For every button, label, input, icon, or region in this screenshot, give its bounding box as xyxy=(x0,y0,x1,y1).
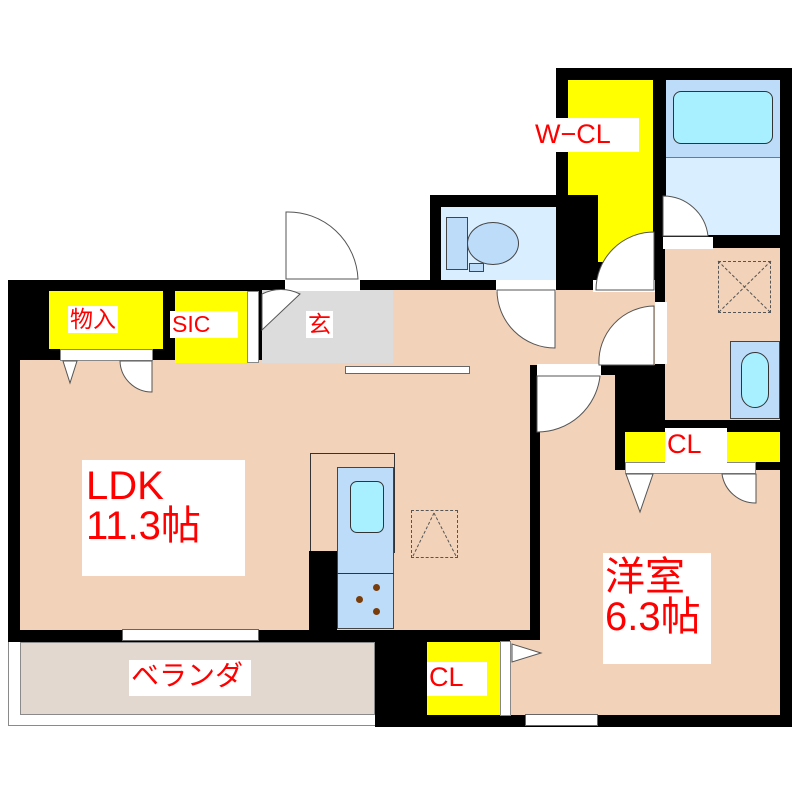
ldk-label: LDK 11.3帖 xyxy=(82,460,245,576)
walk-in-closet-label: W−CL xyxy=(532,118,639,152)
kitchen-sink xyxy=(350,481,384,533)
ldk-label-name: LDK xyxy=(86,464,164,508)
bathtub xyxy=(673,91,773,144)
bedroom-door-opening xyxy=(537,364,601,376)
ldk-window xyxy=(122,629,259,641)
western-room-label-name: 洋室 xyxy=(605,555,685,599)
ldk-label-size: 11.3帖 xyxy=(86,504,201,548)
washer-space xyxy=(718,261,771,313)
western-room-label: 洋室 6.3帖 xyxy=(603,553,711,664)
fridge-space xyxy=(411,510,458,558)
toilet-paper xyxy=(469,263,484,272)
storage-label: 物入 xyxy=(68,306,118,333)
washroom-door-opening xyxy=(655,302,667,364)
lower-closet-door-strip xyxy=(500,641,511,716)
hall-window xyxy=(345,366,470,374)
bedroom-window xyxy=(525,714,598,726)
veranda-label: ベランダ xyxy=(129,660,252,696)
entrance-label: 玄 xyxy=(306,311,333,338)
wcl-inner-wall xyxy=(556,195,598,290)
front-door-opening xyxy=(285,279,360,291)
stove-burner-1 xyxy=(373,584,380,591)
counter-divider xyxy=(337,573,394,574)
toilet-door-opening xyxy=(496,280,556,292)
kitchen-wall xyxy=(309,551,337,630)
storage-door-strip xyxy=(60,349,153,361)
lower-closet-label: CL xyxy=(427,662,487,696)
shoe-closet-label: SIC xyxy=(170,311,239,338)
western-room-label-size: 6.3帖 xyxy=(605,595,701,639)
washbasin xyxy=(741,352,769,408)
bath-door-opening xyxy=(663,237,713,249)
toilet-bowl xyxy=(467,222,519,265)
stove-burner-3 xyxy=(373,608,380,615)
stove-burner-2 xyxy=(356,596,363,603)
shoe-closet-door xyxy=(247,291,259,363)
bedroom-closet-label: CL xyxy=(665,428,727,463)
